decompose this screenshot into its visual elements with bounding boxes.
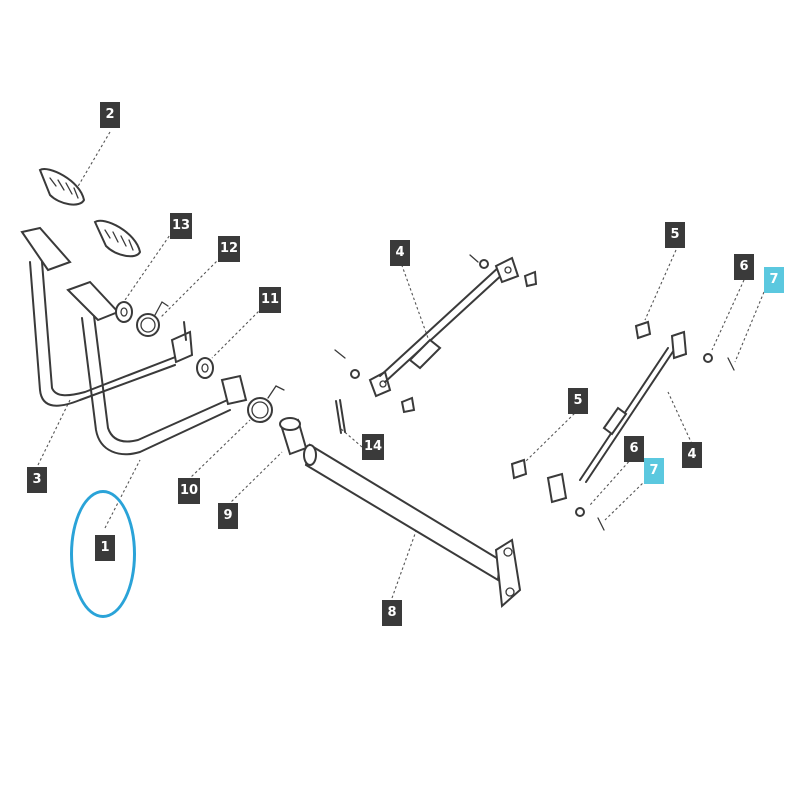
pedal-pad-part bbox=[38, 168, 142, 258]
callout-14[interactable]: 14 bbox=[362, 434, 384, 460]
callout-1[interactable]: 1 bbox=[95, 535, 115, 561]
linkage-rod-right-lower bbox=[510, 458, 605, 531]
callout-4a[interactable]: 4 bbox=[390, 240, 410, 266]
linkage-rod-upper bbox=[334, 254, 538, 414]
leader-lines bbox=[37, 131, 765, 599]
pin-part bbox=[335, 399, 346, 434]
callout-5a[interactable]: 5 bbox=[665, 222, 685, 248]
callout-7a[interactable]: 7 bbox=[764, 267, 784, 293]
callout-12[interactable]: 12 bbox=[218, 236, 240, 262]
callout-11[interactable]: 11 bbox=[259, 287, 281, 313]
callout-2[interactable]: 2 bbox=[100, 102, 120, 128]
pedal-arm-part-3 bbox=[20, 226, 179, 407]
callout-5b[interactable]: 5 bbox=[568, 388, 588, 414]
washer-parts bbox=[115, 301, 308, 456]
pedal-bracket-parts bbox=[170, 321, 248, 406]
callout-4b[interactable]: 4 bbox=[682, 442, 702, 468]
callout-6a[interactable]: 6 bbox=[734, 254, 754, 280]
selected-part-ring bbox=[70, 490, 136, 618]
callout-7b[interactable]: 7 bbox=[644, 458, 664, 484]
callout-9[interactable]: 9 bbox=[218, 503, 238, 529]
linkage-rod-right-upper bbox=[579, 320, 735, 483]
callout-6b[interactable]: 6 bbox=[624, 436, 644, 462]
callout-8[interactable]: 8 bbox=[382, 600, 402, 626]
callout-13[interactable]: 13 bbox=[170, 213, 192, 239]
callout-3[interactable]: 3 bbox=[27, 467, 47, 493]
callout-10[interactable]: 10 bbox=[178, 478, 200, 504]
spring-parts bbox=[136, 301, 285, 423]
cross-shaft-part bbox=[303, 443, 522, 609]
